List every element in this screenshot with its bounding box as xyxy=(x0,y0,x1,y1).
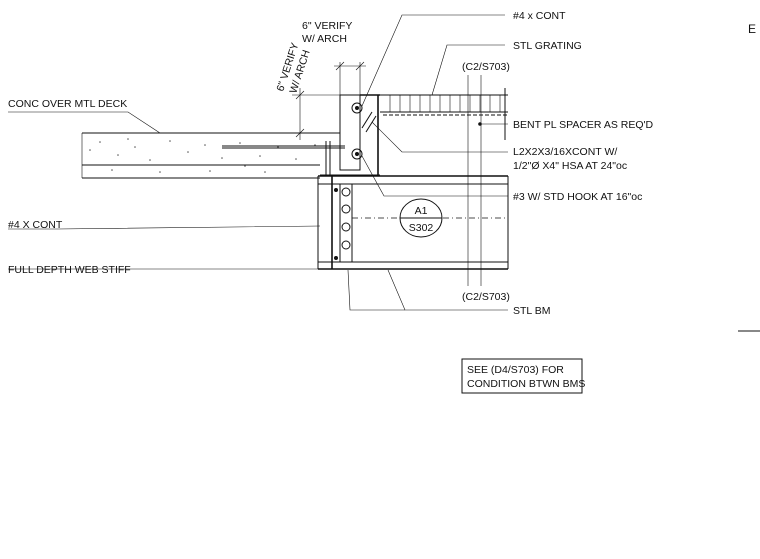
note-line1: SEE (D4/S703) FOR xyxy=(467,364,564,376)
label-rebar-left: #4 X CONT xyxy=(8,219,63,231)
label-angle-line1: L2X2X3/16XCONT W/ xyxy=(513,146,617,158)
label-web-stiff: FULL DEPTH WEB STIFF xyxy=(8,264,131,276)
steel-grating xyxy=(380,88,508,140)
side-dimension: 6" VERIFY W/ ARCH xyxy=(274,41,340,140)
label-ref-top: (C2/S703) xyxy=(462,61,510,73)
section-tag[interactable]: A1 S302 xyxy=(399,198,443,238)
label-ref-bottom: (C2/S703) xyxy=(462,291,510,303)
edge-angle xyxy=(320,94,380,176)
label-conc-deck: CONC OVER MTL DECK xyxy=(8,98,127,110)
top-dim-line1: 6" VERIFY xyxy=(302,20,352,32)
section-tag-top: A1 xyxy=(415,205,428,217)
note-line2: CONDITION BTWN BMS xyxy=(467,378,585,390)
label-angle-line2: 1/2"Ø X4" HSA AT 24"oc xyxy=(513,160,627,172)
concrete-slab xyxy=(81,132,345,179)
label-stl-grating: STL GRATING xyxy=(513,40,582,52)
section-tag-bottom: S302 xyxy=(409,222,434,234)
label-rebar-top: #4 x CONT xyxy=(513,10,566,22)
corner-mark: E xyxy=(748,22,756,36)
label-bent-pl: BENT PL SPACER AS REQ'D xyxy=(513,119,654,131)
label-hook: #3 W/ STD HOOK AT 16"oc xyxy=(513,191,642,203)
top-dimension: 6" VERIFY W/ ARCH xyxy=(302,20,366,95)
steel-beam xyxy=(317,75,509,286)
note-box: SEE (D4/S703) FOR CONDITION BTWN BMS xyxy=(461,358,585,394)
top-dim-line2: W/ ARCH xyxy=(302,33,347,45)
leader-lines xyxy=(8,14,508,311)
label-stl-bm: STL BM xyxy=(513,305,551,317)
